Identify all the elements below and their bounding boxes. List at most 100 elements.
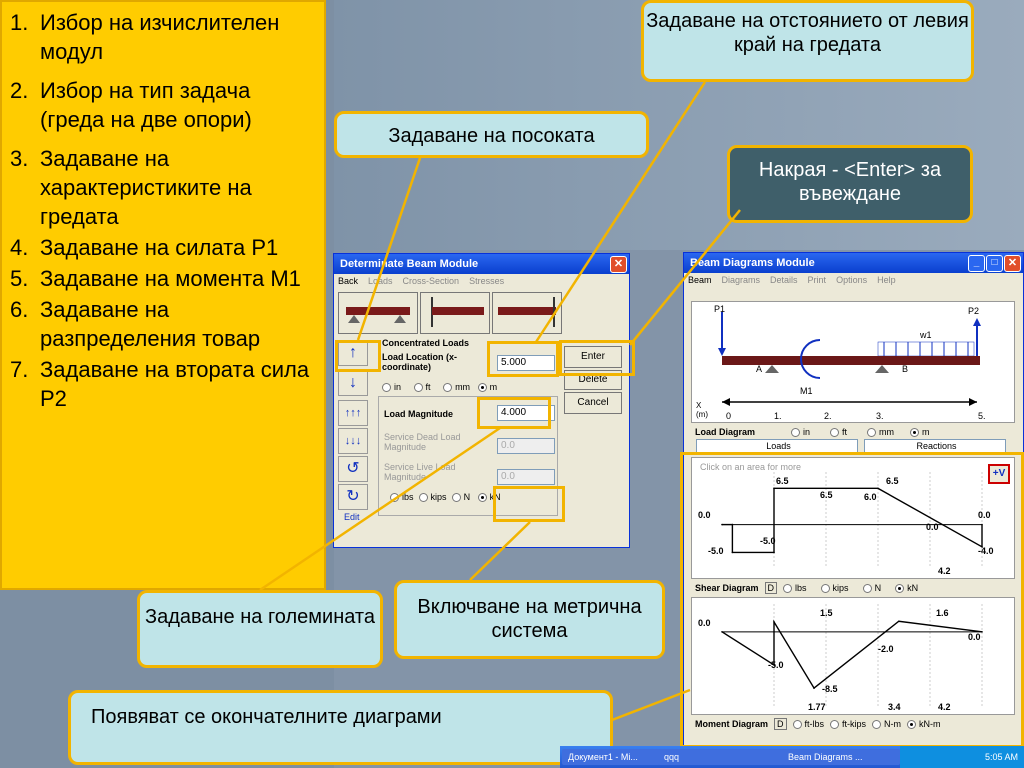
cantilever-beam-button[interactable] — [420, 292, 490, 334]
shear-d-button[interactable]: D — [764, 582, 778, 594]
step-number: 4. — [10, 235, 29, 260]
radio-moment-ftlbs[interactable] — [792, 720, 802, 730]
radio-mm[interactable] — [443, 383, 453, 393]
radio-m[interactable] — [477, 383, 487, 393]
menu-print[interactable]: Print — [807, 275, 827, 285]
upward-load-tool[interactable]: ↑ — [338, 340, 368, 366]
moment-ccw-icon: ↺ — [346, 460, 360, 477]
maximize-icon[interactable]: □ — [986, 255, 1003, 272]
taskbar-item-beam-diagrams[interactable]: Beam Diagrams ... — [782, 749, 900, 765]
radio-load-mm[interactable] — [867, 428, 877, 438]
service-dead-input[interactable]: 0.0 — [497, 438, 555, 454]
window-titlebar[interactable]: Determinate Beam Module ✕ — [334, 254, 629, 274]
radio-kips[interactable] — [418, 493, 428, 503]
data-label: 0.0 — [926, 522, 939, 532]
shear-sign-button[interactable]: +V — [988, 464, 1010, 484]
steps-panel: 1.Избор на изчислителен модул 2.Избор на… — [0, 0, 326, 590]
unit-in: in — [394, 382, 402, 392]
loads-dropdown[interactable]: Loads — [696, 439, 858, 453]
data-label: 1.5 — [820, 608, 833, 618]
enter-button[interactable]: Enter — [564, 346, 622, 368]
load-diagram-panel[interactable]: P1 P2 w1 M1 A B — [691, 301, 1015, 423]
unit-lbs: lbs — [402, 492, 414, 502]
overhang-beam-button[interactable] — [492, 292, 562, 334]
radio-load-ft[interactable] — [830, 428, 840, 438]
close-icon[interactable]: ✕ — [610, 256, 627, 273]
radio-moment-nm[interactable] — [872, 720, 882, 730]
data-label: -5.0 — [760, 536, 776, 546]
menu-details[interactable]: Details — [770, 275, 798, 285]
menu-back[interactable]: Back — [338, 276, 359, 286]
callout-direction: Задаване на посоката — [334, 111, 649, 158]
radio-shear-kips[interactable] — [820, 584, 830, 594]
cancel-button[interactable]: Cancel — [564, 392, 622, 414]
menu-help[interactable]: Help — [877, 275, 896, 285]
service-live-input[interactable]: 0.0 — [497, 469, 555, 485]
tick-1: 1. — [774, 411, 782, 421]
moment-ccw-tool[interactable]: ↺ — [338, 456, 368, 482]
data-point — [813, 687, 815, 689]
radio-shear-lbs[interactable] — [783, 584, 793, 594]
moment-d-button[interactable]: D — [774, 718, 787, 730]
moment-diagram-bar: Moment Diagram D ft-lbs ft-kips N-m kN-m — [691, 717, 1015, 731]
moment-cw-tool[interactable]: ↻ — [338, 484, 368, 510]
radio-lbs[interactable] — [390, 493, 399, 503]
length-units-row: in ft mm m — [382, 382, 497, 393]
load-axis-label: X (m) — [696, 401, 708, 419]
taskbar-item-document[interactable]: Документ1 - Mi... — [562, 749, 660, 765]
radio-shear-kn[interactable] — [895, 584, 905, 594]
label-p1: P1 — [714, 304, 725, 314]
menu-cross-section[interactable]: Cross-Section — [402, 276, 460, 286]
downward-load-tool[interactable]: ↓ — [338, 370, 368, 396]
data-label: -5.0 — [768, 660, 784, 670]
menu-loads[interactable]: Loads — [368, 276, 393, 286]
unit-ft: ft — [425, 382, 431, 392]
callout-magnitude: Задаване на големината — [137, 590, 383, 668]
edit-label: Edit — [344, 512, 360, 522]
step-number: 1. — [10, 10, 29, 35]
series-line — [721, 619, 983, 690]
moment-diagram-label: Moment Diagram — [695, 719, 769, 729]
step-text: Задаване на втората сила P2 — [40, 357, 310, 411]
menu-options[interactable]: Options — [836, 275, 868, 285]
radio-kn[interactable] — [477, 493, 487, 503]
load-magnitude-input[interactable]: 4.000 — [497, 405, 555, 421]
taskbar-item-qqq[interactable]: qqq — [658, 749, 784, 765]
clock: 5:05 AM — [984, 752, 1018, 762]
unit-kn-m: kN-m — [919, 718, 941, 729]
radio-load-in[interactable] — [791, 428, 801, 438]
menu-stresses[interactable]: Stresses — [469, 276, 505, 286]
reactions-dropdown[interactable]: Reactions — [864, 439, 1006, 453]
load-location-input[interactable]: 5.000 — [497, 355, 555, 371]
minimize-icon[interactable]: _ — [968, 255, 985, 272]
radio-moment-ftkips[interactable] — [830, 720, 840, 730]
radio-load-m[interactable] — [910, 428, 920, 438]
data-label: -5.0 — [708, 546, 724, 556]
radio-moment-knm[interactable] — [907, 720, 917, 730]
radio-in[interactable] — [382, 383, 391, 393]
unit-mm: mm — [455, 382, 471, 392]
distributed-up-tool[interactable]: ↑↑↑ — [338, 400, 368, 426]
callout-enter: Накрая - <Enter> за въвеждане — [727, 145, 973, 223]
data-point — [773, 664, 775, 666]
shear-diagram-label: Shear Diagram — [695, 583, 759, 593]
step-text: Избор на изчислителен модул — [40, 10, 280, 64]
data-label: 0.0 — [698, 510, 711, 520]
system-tray: 5:05 AM — [900, 746, 1024, 768]
radio-shear-n[interactable] — [862, 584, 872, 594]
radio-n[interactable] — [451, 493, 461, 503]
distributed-down-tool[interactable]: ↓↓↓ — [338, 428, 368, 454]
close-icon[interactable]: ✕ — [1004, 255, 1021, 272]
data-label: 1.6 — [936, 608, 949, 618]
window-title: Beam Diagrams Module — [690, 257, 815, 269]
menu-diagrams[interactable]: Diagrams — [721, 275, 761, 285]
menu-beam[interactable]: Beam — [688, 275, 712, 285]
simply-supported-beam-button[interactable] — [338, 292, 418, 334]
window-titlebar[interactable]: Beam Diagrams Module _ □ ✕ — [684, 253, 1023, 273]
data-point — [981, 546, 983, 548]
step-number: 3. — [10, 146, 29, 171]
data-label: 1.77 — [808, 702, 826, 712]
radio-ft[interactable] — [413, 383, 423, 393]
